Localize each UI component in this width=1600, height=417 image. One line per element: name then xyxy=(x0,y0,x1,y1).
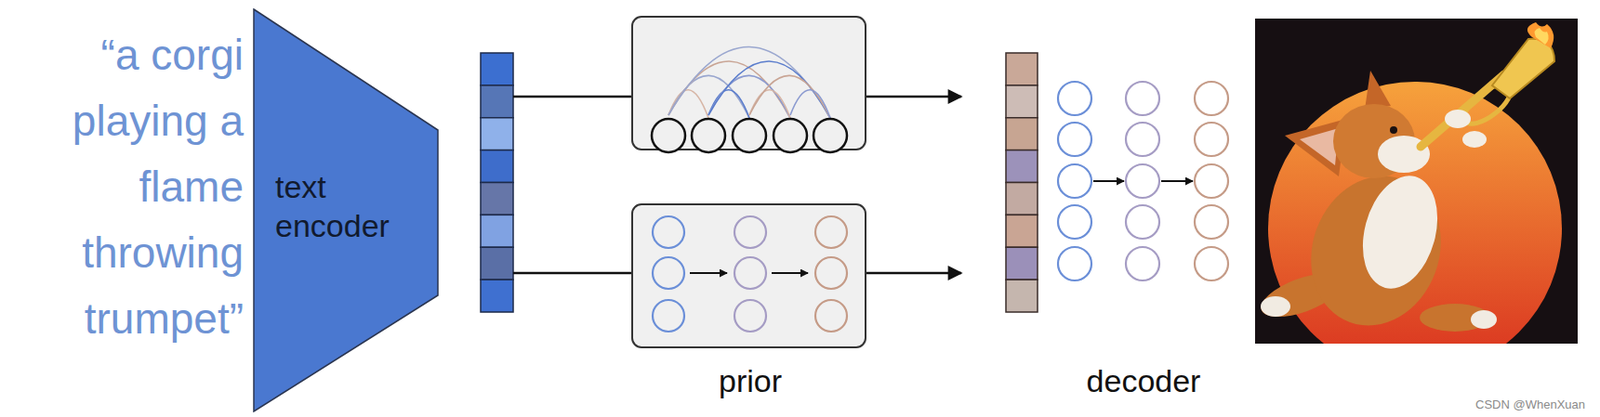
attention-arc xyxy=(708,75,791,119)
diffusion-circle xyxy=(1194,205,1229,239)
token-circle xyxy=(813,119,847,153)
attention-arc xyxy=(790,90,831,119)
corgi-paw xyxy=(1470,310,1497,330)
step-arrow xyxy=(771,272,808,275)
diffusion-circle xyxy=(1194,122,1229,157)
diffusion-circle xyxy=(652,257,685,290)
step-arrow xyxy=(1161,180,1193,183)
flow-arrow xyxy=(865,95,962,99)
prior-box xyxy=(632,204,866,348)
embedding-cell xyxy=(480,118,514,151)
diffusion-circle xyxy=(734,216,767,249)
embedding-cell xyxy=(1005,52,1038,86)
diffusion-circle xyxy=(1057,164,1092,199)
attention-arc xyxy=(749,75,831,119)
node-label: text encoder xyxy=(275,167,424,246)
diffusion-circle xyxy=(815,300,847,332)
corgi-ear-inner xyxy=(1299,128,1339,166)
trumpet-bell xyxy=(1492,39,1555,99)
embedding-cell xyxy=(480,52,514,86)
corgi-chest xyxy=(1350,167,1450,297)
component-label: prior xyxy=(718,362,782,400)
token-circle xyxy=(651,119,686,153)
embedding-cell xyxy=(1005,183,1038,216)
corgi-paw xyxy=(1260,296,1291,318)
wire-line xyxy=(513,95,633,99)
trumpet-flame xyxy=(1527,22,1554,49)
embedding-cell xyxy=(1005,85,1038,119)
diffusion-circle xyxy=(652,216,685,249)
embedding-cell xyxy=(480,150,514,184)
embedding-cell xyxy=(480,85,514,119)
diffusion-circle xyxy=(1057,81,1092,116)
step-arrow xyxy=(689,272,728,275)
corgi-paw xyxy=(1444,109,1471,129)
embedding-cell xyxy=(480,214,514,248)
diffusion-circle xyxy=(1125,81,1160,116)
embedding-cell xyxy=(1005,150,1038,184)
wire-line xyxy=(513,272,633,276)
diffusion-circle xyxy=(652,300,685,332)
prompt-text: “a corgi playing a flame throwing trumpe… xyxy=(0,22,244,353)
token-circle xyxy=(691,119,726,153)
diffusion-circle xyxy=(1194,164,1229,199)
embedding-cell xyxy=(480,279,514,313)
embedding-cell xyxy=(1005,247,1038,280)
corgi-ear xyxy=(1364,70,1391,110)
corgi-image xyxy=(1255,18,1578,344)
embedding-cell xyxy=(1005,214,1038,248)
diffusion-circle xyxy=(815,216,847,249)
step-arrow xyxy=(1093,180,1124,183)
trumpet-flame xyxy=(1534,27,1549,45)
token-circle xyxy=(773,119,807,153)
diffusion-circle xyxy=(1057,247,1092,281)
embedding-cell xyxy=(1005,118,1038,151)
embedding-cell xyxy=(480,247,514,280)
embedding-cell xyxy=(1005,279,1038,313)
encoder-trapezoid: text encoder xyxy=(252,8,439,413)
embedding-cell xyxy=(480,183,514,216)
diffusion-circle xyxy=(1057,122,1092,157)
token-circle xyxy=(732,119,767,153)
watermark: CSDN @WhenXuan xyxy=(1475,397,1586,413)
component-label: decoder xyxy=(1086,362,1202,400)
diffusion-circle xyxy=(1125,122,1160,157)
attention-arc xyxy=(668,47,831,119)
attention-arc xyxy=(708,61,831,119)
diffusion-circle xyxy=(1125,247,1160,281)
diffusion-circle xyxy=(815,257,847,290)
diffusion-circle xyxy=(1125,205,1160,239)
diffusion-circle xyxy=(1057,205,1092,239)
diffusion-circle xyxy=(1194,81,1229,116)
attention-arc xyxy=(668,61,791,119)
corgi-eye xyxy=(1389,126,1398,134)
diffusion-circle xyxy=(1194,247,1229,281)
flow-arrow xyxy=(865,272,962,276)
diffusion-circle xyxy=(734,300,767,332)
diffusion-circle xyxy=(734,257,767,290)
diffusion-circle xyxy=(1125,164,1160,199)
corgi-paw xyxy=(1462,131,1487,148)
trapezoid-shape xyxy=(253,9,438,412)
